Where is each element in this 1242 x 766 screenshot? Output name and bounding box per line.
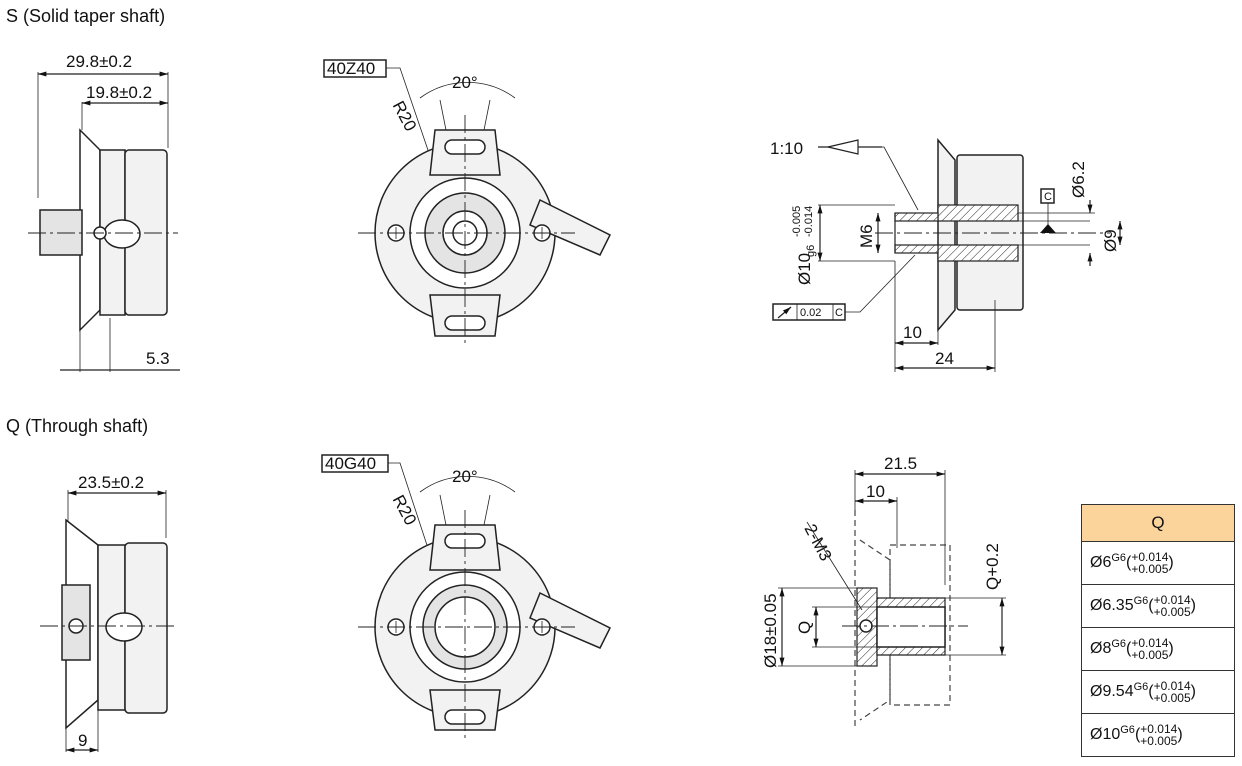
q-table-header: Q [1081,504,1235,542]
solid-runout-datum: C [835,307,843,319]
q-row-grade: G6 [1133,594,1149,607]
section-title-solid: S (Solid taper shaft) [6,6,165,26]
solid-dia-62: Ø6.2 [1069,161,1088,198]
solid-front-angle: 20° [452,73,478,92]
through-length: 21.5 [884,454,917,473]
solid-front-radius: R20 [389,98,420,134]
solid-tol-lower: -0.014 [803,206,815,237]
solid-section-view [772,137,1123,372]
q-row-dia: Ø6 [1090,554,1112,572]
through-side-view [40,490,178,753]
q-row-grade: G6 [1120,723,1135,736]
dim-solid-flange: 5.3 [146,349,170,368]
dim-solid-overall: 29.8±0.2 [66,52,132,71]
solid-thread: M6 [857,224,876,248]
solid-len-10: 10 [903,323,922,342]
table-row: Ø8G6(+0.014+0.005) [1081,627,1235,671]
q-row-upper: +0.014 [1153,593,1191,607]
q-row-upper: +0.014 [1140,722,1178,736]
through-screws: 2-M3 [800,521,835,564]
solid-runout-value: 0.02 [800,307,821,319]
solid-shaft-dia-group: Ø10 g6 -0.005 -0.014 [791,206,817,285]
q-row-lower: +0.005 [1131,562,1169,576]
solid-shaft-grade: g6 [805,245,817,257]
q-row-dia: Ø10 [1090,726,1121,744]
q-row-grade: G6 [1111,637,1127,650]
q-row-upper: +0.014 [1131,550,1169,564]
table-row: Ø6G6(+0.014+0.005) [1081,541,1235,585]
q-row-lower: +0.005 [1153,605,1191,619]
through-front-radius: R20 [389,492,420,528]
solid-side-view [28,71,180,372]
through-q-plus: Q+0.2 [983,543,1002,590]
table-row: Ø6.35G6(+0.014+0.005) [1081,584,1235,628]
through-depth: 10 [866,482,885,501]
solid-tol-upper: -0.005 [791,206,803,237]
solid-taper-ratio: 1:10 [770,139,803,158]
dim-through-flange: 9 [78,731,87,750]
through-front-view [321,454,612,740]
through-front-angle: 20° [452,467,478,486]
q-tolerance-table: Q Ø6G6(+0.014+0.005) Ø6.35G6(+0.014+0.00… [1081,504,1235,757]
solid-len-24: 24 [935,349,954,368]
through-front-code: 40G40 [325,454,376,473]
q-row-lower: +0.005 [1140,734,1178,748]
solid-datum-label: C [1044,191,1052,203]
through-section-view [778,470,1006,730]
through-outer-dia: Ø18±0.05 [761,593,780,668]
q-row-grade: G6 [1133,680,1149,693]
q-row-upper: +0.014 [1153,679,1191,693]
through-bore: Q [795,621,814,634]
solid-front-code: 40Z40 [327,59,375,78]
table-row: Ø10G6(+0.014+0.005) [1081,713,1235,757]
q-row-dia: Ø8 [1090,640,1112,658]
table-row: Ø9.54G6(+0.014+0.005) [1081,670,1235,714]
dim-solid-body: 19.8±0.2 [86,83,152,102]
q-row-dia: Ø9.54 [1090,683,1134,701]
solid-front-view [323,59,612,345]
q-row-grade: G6 [1111,551,1127,564]
q-row-dia: Ø6.35 [1090,597,1134,615]
dim-through-overall: 23.5±0.2 [78,473,144,492]
q-row-lower: +0.005 [1153,691,1191,705]
q-row-upper: +0.014 [1131,636,1169,650]
section-title-through: Q (Through shaft) [6,416,148,436]
solid-dia-9: Ø9 [1101,229,1120,252]
q-row-lower: +0.005 [1131,648,1169,662]
solid-shaft-dia: Ø10 [795,253,814,285]
